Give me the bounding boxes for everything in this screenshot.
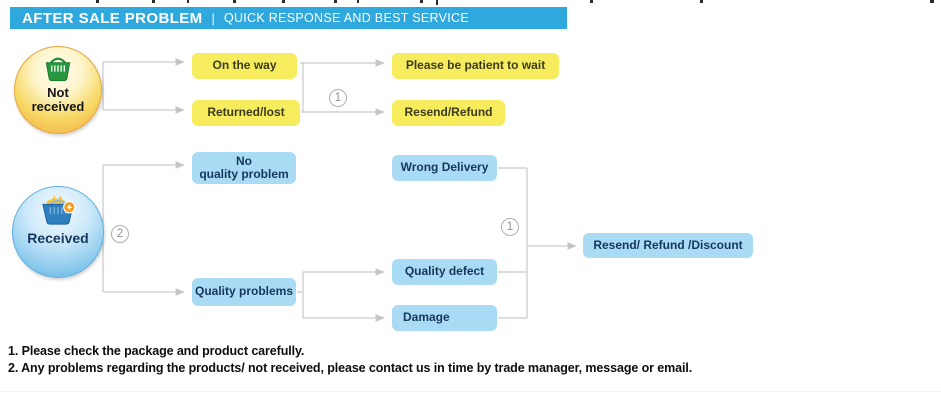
node-received-label: Received: [27, 230, 89, 246]
box-be-patient: Please be patient to wait: [392, 53, 559, 79]
bottom-divider: [0, 391, 941, 392]
box-resend-refund-discount: Resend/ Refund /Discount: [583, 233, 753, 258]
page-subtitle: QUICK RESPONSE AND BEST SERVICE: [223, 11, 469, 25]
box-no-quality-problem-line2: quality problem: [199, 167, 289, 181]
box-returned-lost: Returned/lost: [192, 100, 300, 126]
box-damage: Damage: [392, 305, 497, 331]
blue-basket-icon: [42, 194, 76, 225]
box-no-quality-problem: No quality problem: [192, 152, 296, 184]
step-marker-3: 1: [501, 218, 519, 236]
box-resend-refund: Resend/Refund: [392, 100, 505, 126]
green-basket-icon: [45, 57, 71, 82]
footnote-2: 2. Any problems regarding the products/ …: [8, 360, 693, 375]
box-quality-defect: Quality defect: [392, 259, 497, 285]
step-marker-1: 1: [329, 89, 347, 107]
box-no-quality-problem-line1: No: [236, 153, 252, 168]
box-wrong-delivery: Wrong Delivery: [392, 155, 497, 181]
box-on-the-way: On the way: [192, 53, 297, 79]
node-not-received: Not received: [14, 46, 102, 134]
title-separator: |: [211, 10, 215, 26]
box-quality-problems: Quality problems: [192, 278, 296, 306]
step-marker-2: 2: [111, 225, 129, 243]
node-received: Received: [12, 186, 104, 278]
header-banner: AFTER SALE PROBLEM | QUICK RESPONSE AND …: [10, 7, 567, 29]
node-not-received-label: Not received: [31, 85, 85, 114]
footnotes: 1. Please check the package and product …: [8, 343, 692, 376]
footnote-1: 1. Please check the package and product …: [8, 344, 305, 358]
page-title: AFTER SALE PROBLEM: [22, 9, 203, 27]
